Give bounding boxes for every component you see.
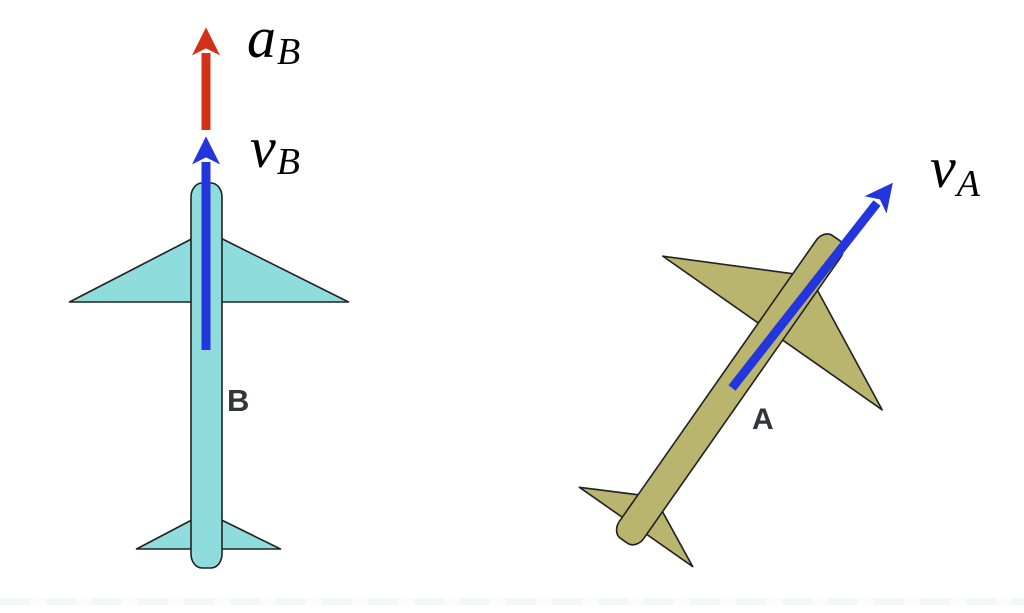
acceleration-b-symbol: a <box>247 5 276 70</box>
bottom-artifact-band <box>0 598 1024 605</box>
velocity-a-subscript: A <box>954 163 981 205</box>
velocity-b-subscript: B <box>277 141 300 183</box>
velocity-a-arrow <box>728 182 893 391</box>
plane-a-letter: A <box>752 403 774 436</box>
velocity-b-symbol: v <box>250 115 276 180</box>
acceleration-b-label: aB <box>247 5 300 73</box>
velocity-b-label: vB <box>250 115 300 183</box>
acceleration-b-subscript: B <box>277 31 300 73</box>
velocity-a-label: vA <box>930 135 981 205</box>
plane-b-letter: B <box>227 383 249 418</box>
velocity-a-symbol: v <box>930 135 956 200</box>
